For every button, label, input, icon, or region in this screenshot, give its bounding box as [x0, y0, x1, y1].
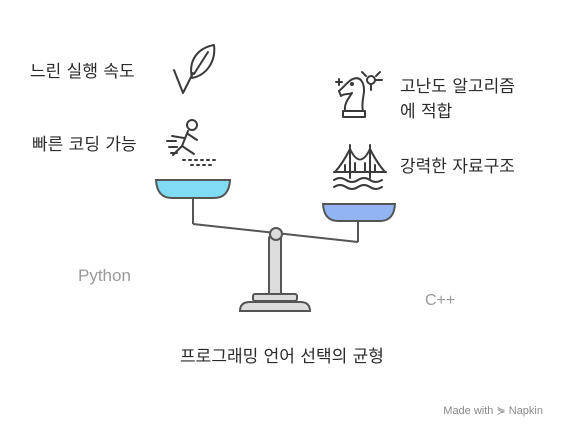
sprinter-icon	[166, 119, 216, 166]
right-pan	[321, 203, 397, 222]
trait-slow-execution: 느린 실행 속도	[30, 62, 135, 82]
diagram-title: 프로그래밍 언어 선택의 균형	[180, 347, 384, 367]
trait-hard-algorithms: 고난도 알고리즘 에 적합	[400, 75, 515, 125]
left-pan	[154, 179, 232, 199]
trait-hard-algorithms-line1: 고난도 알고리즘	[400, 77, 515, 97]
scale-pivot	[269, 227, 283, 241]
trait-hard-algorithms-line2: 에 적합	[400, 102, 453, 122]
trait-fast-coding: 빠른 코딩 가능	[32, 135, 137, 155]
trait-strong-data-structures: 강력한 자료구조	[400, 157, 515, 177]
scale-base	[238, 236, 312, 312]
napkin-footer[interactable]: Made with ⋟ Napkin	[443, 405, 543, 417]
leaf-icon	[173, 44, 216, 94]
language-python: Python	[78, 266, 131, 285]
bridge-icon	[333, 144, 387, 190]
language-cpp: C++	[425, 292, 456, 309]
chess-knight-icon	[335, 71, 383, 118]
